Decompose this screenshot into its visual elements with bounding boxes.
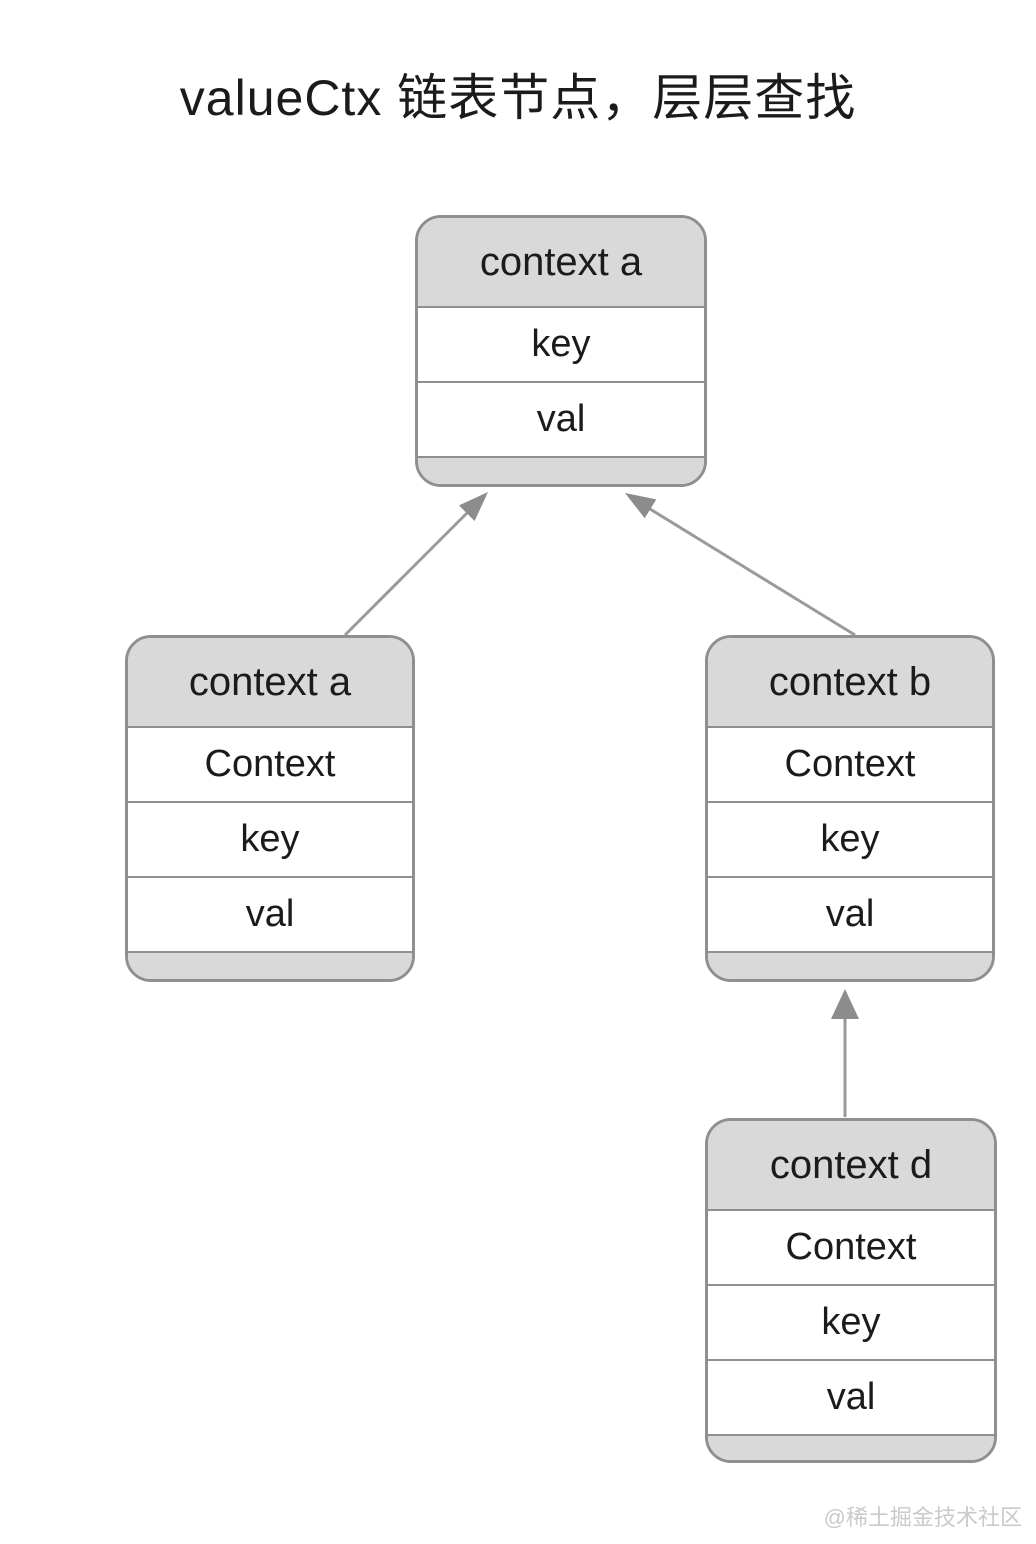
arrow-left-child-to-root [343,492,488,637]
node-context-d: context d Context key val [705,1118,997,1463]
node-row: key [128,803,412,878]
node-row: val [418,383,704,458]
node-context-b: context b Context key val [705,635,995,982]
node-row: val [708,878,992,953]
node-footer [418,458,704,484]
node-header: context b [708,638,992,728]
node-row: val [128,878,412,953]
node-header: context d [708,1121,994,1211]
node-row: val [708,1361,994,1436]
arrow-right-child-to-root [625,493,856,637]
node-context-a-child: context a Context key val [125,635,415,982]
diagram-title: valueCtx 链表节点，层层查找 [179,70,857,126]
arrow-context-d-to-context-b [831,989,859,1117]
node-footer [708,1436,994,1460]
node-header: context a [418,218,704,308]
node-row: Context [708,728,992,803]
node-row: Context [708,1211,994,1286]
node-footer [708,953,992,979]
node-row: key [708,803,992,878]
node-context-a-root: context a key val [415,215,707,487]
node-footer [128,953,412,979]
node-header: context a [128,638,412,728]
node-row: Context [128,728,412,803]
node-row: key [418,308,704,383]
node-row: key [708,1286,994,1361]
watermark: @稀土掘金技术社区 [823,1505,1022,1530]
